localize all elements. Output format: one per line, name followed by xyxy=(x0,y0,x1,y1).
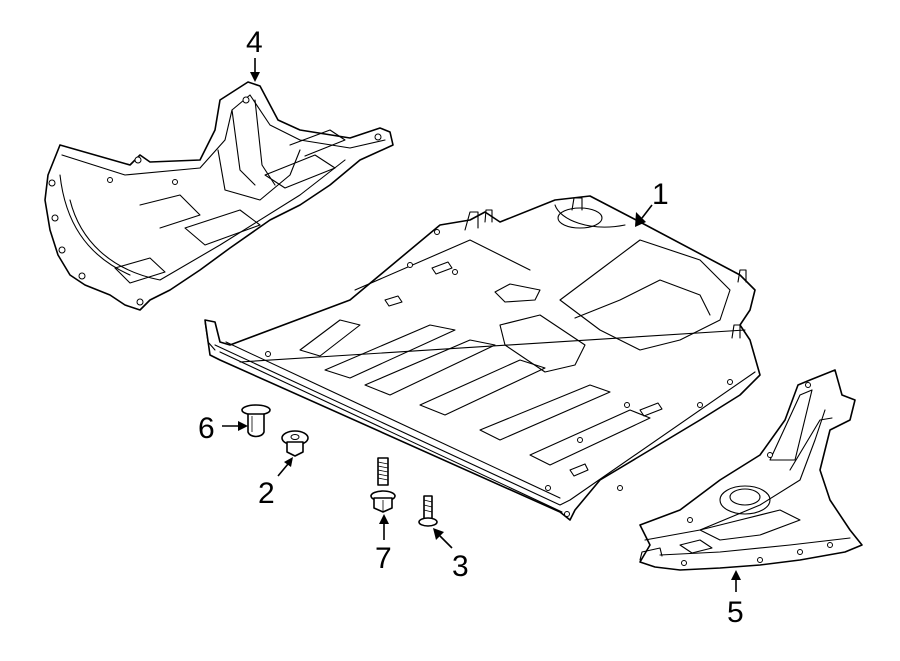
callout-3: 3 xyxy=(452,550,469,583)
callout-7: 7 xyxy=(375,542,392,575)
callout-2: 2 xyxy=(258,477,275,510)
part-1-engine-cover xyxy=(204,195,761,521)
callout-4: 4 xyxy=(246,26,263,59)
part-3-screw xyxy=(418,495,438,527)
part-2-nut xyxy=(281,430,309,457)
part-6-push-retainer xyxy=(241,404,271,438)
callout-1: 1 xyxy=(652,178,669,211)
callout-arrows xyxy=(222,58,741,592)
part-5-splash-shield xyxy=(639,369,863,571)
callout-6: 6 xyxy=(198,412,215,445)
part-4-splash-shield xyxy=(44,81,394,311)
callout-5: 5 xyxy=(727,596,744,629)
part-7-bolt xyxy=(370,457,396,513)
